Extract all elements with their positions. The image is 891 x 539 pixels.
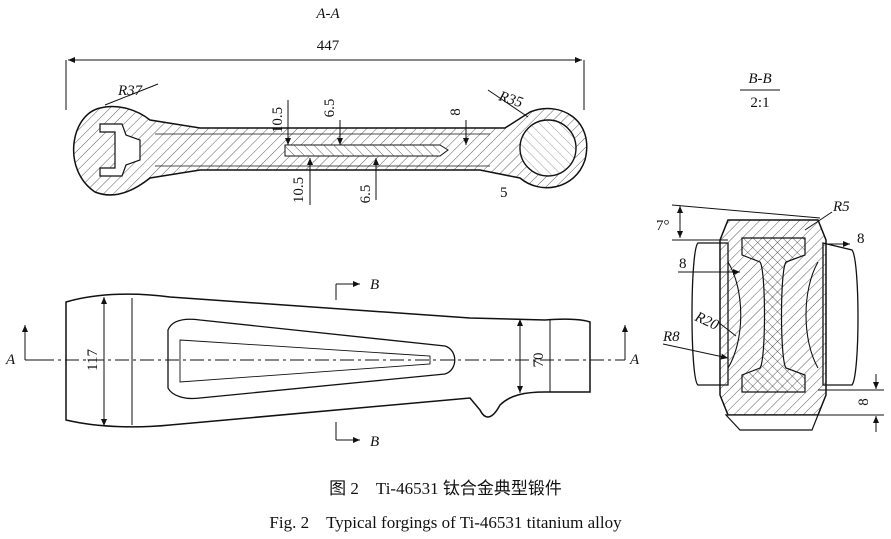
label-5: 5 [500, 185, 508, 201]
dim-447: 447 [317, 38, 340, 54]
plan-pocket [167, 318, 456, 400]
caption-chinese: 图 2 Ti-46531 钛合金典型锻件 [329, 479, 562, 498]
dim-70: 70 [531, 353, 547, 368]
dim-117: 117 [85, 349, 101, 371]
label-6-5-bot: 6.5 [358, 185, 374, 204]
label-8: 8 [448, 108, 464, 116]
label-8-left: 8 [679, 256, 687, 272]
section-bb-view: B-B 2:1 7° R5 8 8 R20 R8 8 [656, 71, 884, 432]
label-b-top: B [370, 277, 379, 293]
caption-english: Fig. 2 Typical forgings of Ti-46531 tita… [269, 513, 622, 532]
label-10-5-top: 10.5 [270, 107, 286, 133]
section-bb-scale: 2:1 [750, 95, 769, 111]
section-bb-title: B-B [748, 71, 771, 87]
plan-outline [65, 293, 591, 428]
label-r5: R5 [832, 199, 850, 215]
section-aa-view: A-A 447 R37 R35 10.5 6.5 8 10.5 6.5 5 [65, 6, 588, 205]
label-a-left: A [5, 352, 16, 368]
label-8-right: 8 [857, 231, 865, 247]
aa-left-slot [99, 123, 141, 177]
label-r35: R35 [496, 88, 525, 111]
label-7deg: 7° [656, 218, 670, 234]
section-aa-title: A-A [315, 6, 340, 22]
label-r37: R37 [117, 83, 144, 99]
label-b-bot: B [370, 434, 379, 450]
label-a-right: A [629, 352, 640, 368]
label-10-5-bot: 10.5 [291, 177, 307, 203]
plan-view: A A B B 117 70 [5, 277, 640, 450]
label-r8: R8 [662, 329, 680, 345]
label-6-5-top: 6.5 [322, 99, 338, 118]
label-8-bottom: 8 [856, 398, 872, 406]
